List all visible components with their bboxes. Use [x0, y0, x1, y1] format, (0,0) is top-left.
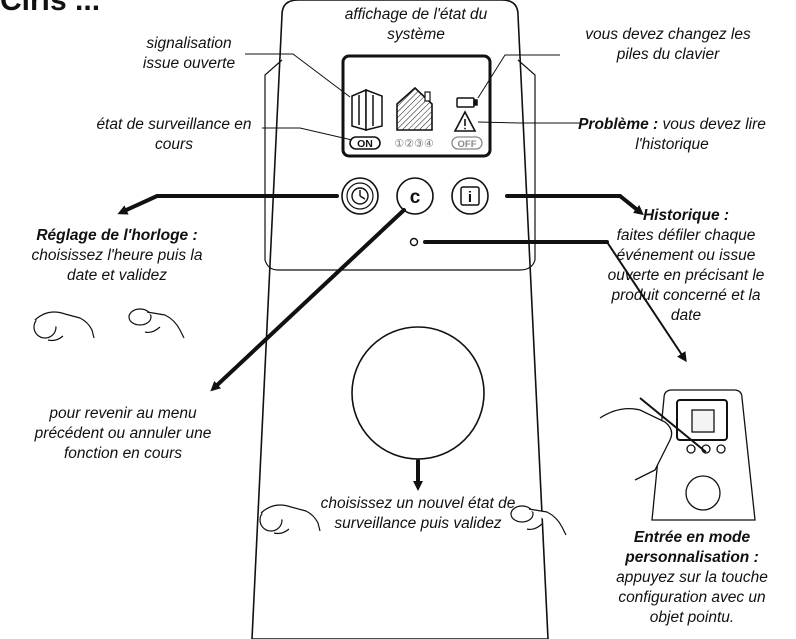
callout-surveillance: état de surveillance en cours [96, 116, 252, 153]
zones-indicator: ①②③④ [394, 137, 434, 150]
house-icon [396, 86, 433, 131]
callout-revenir: pour revenir au menu précédent ou annule… [34, 405, 212, 462]
callout-probleme-title: Problème : [578, 116, 659, 133]
callout-probleme-text: vous devez lire l'historique [635, 116, 766, 153]
callout-nouvel-etat: choisissez un nouvel état de surveillanc… [320, 495, 516, 532]
off-label: OFF [458, 139, 477, 150]
clock-icon [351, 187, 369, 205]
callout-historique-text: faites défiler chaque événement ou issue… [607, 227, 765, 324]
callout-piles: vous devez changez les piles du clavier [585, 26, 751, 63]
mini-keypad-illustration [599, 389, 756, 521]
clear-button[interactable]: c [396, 177, 434, 215]
callout-signalisation: signalisation issue ouverte [142, 35, 236, 72]
hand-pressing-icon-left [128, 308, 185, 339]
warning-icon [453, 110, 477, 132]
callout-probleme: Problème : vous devez lire l'historique [572, 115, 772, 155]
hand-turning-icon-bottom [259, 504, 321, 535]
partial-heading: Ciris ... [0, 0, 101, 17]
hand-turning-icon-left [33, 311, 95, 342]
callout-affichage: affichage de l'état du système [344, 6, 488, 43]
clear-button-label: c [410, 187, 421, 208]
off-indicator [451, 136, 483, 150]
callout-reglage-title: Réglage de l'horloge : [36, 227, 198, 244]
battery-icon [456, 97, 478, 108]
open-door-icon [351, 88, 383, 131]
keypad-body [251, 0, 549, 639]
hand-pressing-icon-bottom [510, 505, 567, 536]
clock-button[interactable] [341, 177, 379, 215]
callout-historique: Historique : faites défiler chaque événe… [597, 206, 775, 326]
on-indicator [349, 136, 381, 150]
callout-entree: Entrée en mode personnalisation : appuye… [602, 528, 782, 628]
callout-reglage: Réglage de l'horloge : choisissez l'heur… [22, 226, 212, 286]
callout-reglage-text: choisissez l'heure puis la date et valid… [31, 247, 203, 284]
info-icon: i [468, 189, 472, 206]
config-hole[interactable] [409, 237, 419, 247]
on-label: ON [357, 138, 373, 150]
main-dial[interactable] [351, 326, 485, 460]
callout-historique-title: Historique : [642, 207, 730, 224]
callout-entree-text: appuyez sur la touche configuration avec… [616, 569, 768, 626]
info-button[interactable]: i [451, 177, 489, 215]
callout-entree-title: Entrée en mode personnalisation : [625, 529, 759, 566]
